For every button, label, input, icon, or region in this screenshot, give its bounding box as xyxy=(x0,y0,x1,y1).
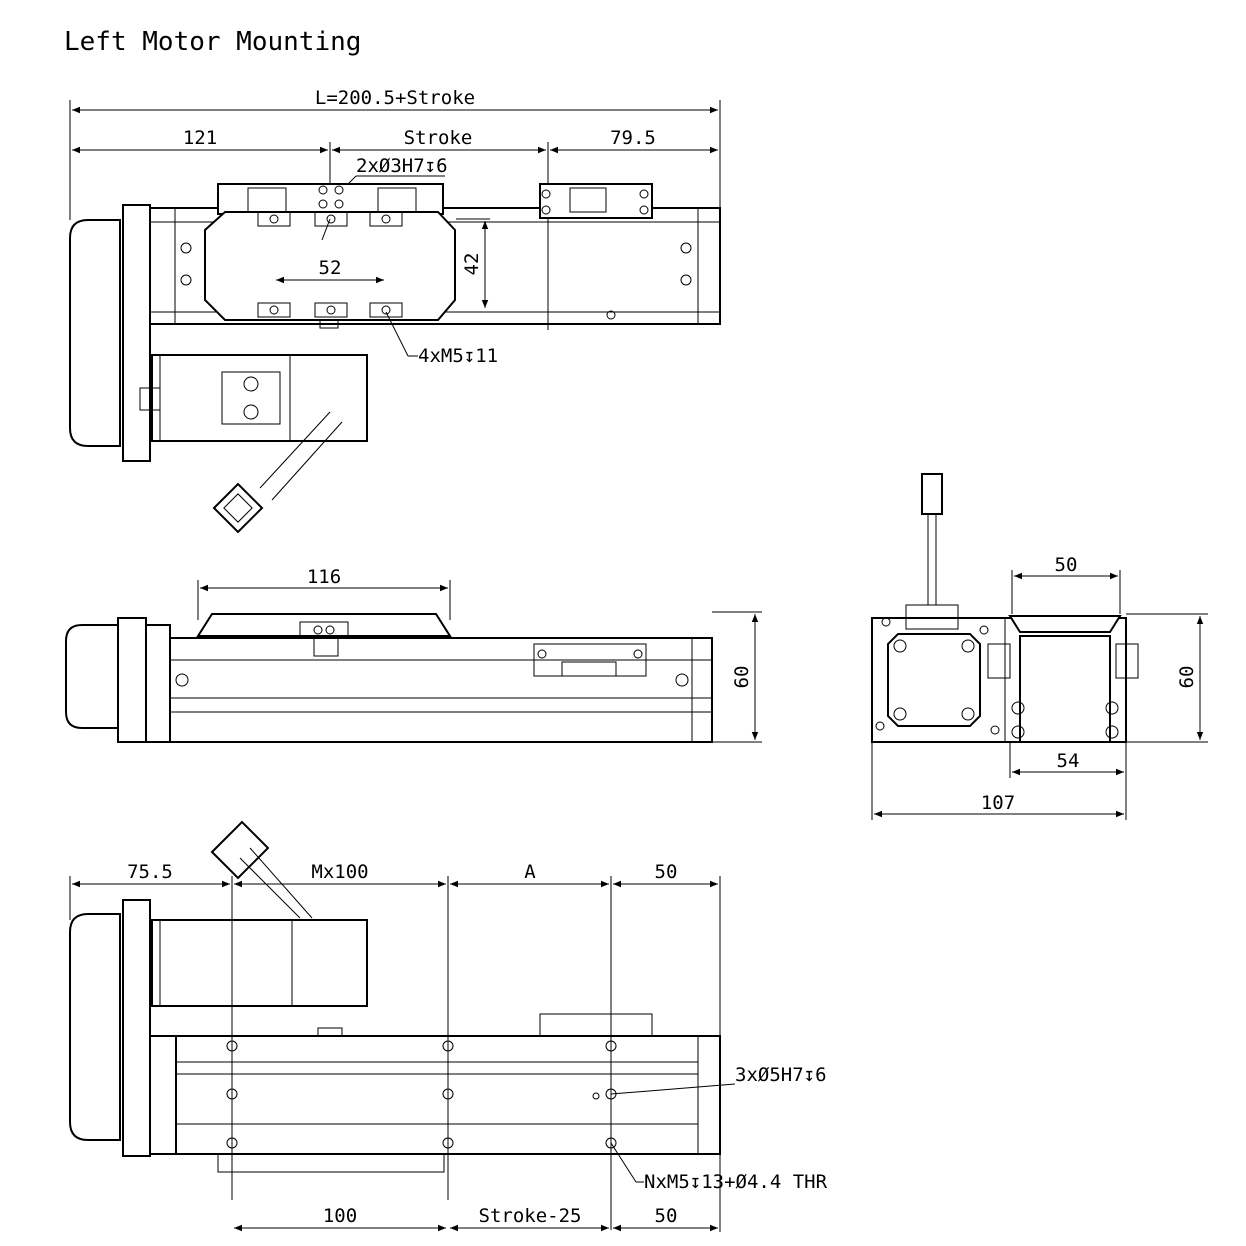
end-view: 50 60 54 107 xyxy=(871,473,1208,820)
callout-tapped-holes: 4xM5↧11 xyxy=(418,345,498,367)
callout-pin-holes-bottom: 3xØ5H7↧6 xyxy=(735,1064,827,1086)
dim-end-50: 50 xyxy=(1055,554,1078,576)
dim-116: 116 xyxy=(307,566,341,588)
dim-total-length: L=200.5+Stroke xyxy=(315,87,475,109)
dim-79-5: 79.5 xyxy=(610,127,656,149)
dim-75-5: 75.5 xyxy=(127,861,173,883)
drawing-title: Left Motor Mounting xyxy=(64,27,361,57)
dim-bottom-50: 50 xyxy=(655,1205,678,1227)
dim-stroke-25: Stroke-25 xyxy=(479,1205,582,1227)
dim-52: 52 xyxy=(319,257,342,279)
dim-bottom-50-top: 50 xyxy=(655,861,678,883)
dim-bottom-100: 100 xyxy=(323,1205,357,1227)
dim-end-107: 107 xyxy=(981,792,1015,814)
dim-end-60: 60 xyxy=(1176,666,1198,689)
bottom-view: 75.5 Mx100 A 50 3xØ5H7↧6 xyxy=(69,820,828,1232)
callout-pin-holes: 2xØ3H7↧6 xyxy=(356,155,448,177)
dim-end-54: 54 xyxy=(1057,750,1080,772)
top-view: L=200.5+Stroke 121 Stroke 79.5 2xØ3H7↧6 xyxy=(69,87,721,534)
dim-mx100: Mx100 xyxy=(311,861,368,883)
callout-thru-holes: NxM5↧13+Ø4.4 THR xyxy=(644,1171,828,1193)
dim-121: 121 xyxy=(183,127,217,149)
dim-stroke: Stroke xyxy=(404,127,473,149)
side-view: 116 60 xyxy=(65,566,762,743)
dim-a: A xyxy=(524,861,536,883)
dim-side-60: 60 xyxy=(731,666,753,689)
dim-42: 42 xyxy=(461,253,483,276)
